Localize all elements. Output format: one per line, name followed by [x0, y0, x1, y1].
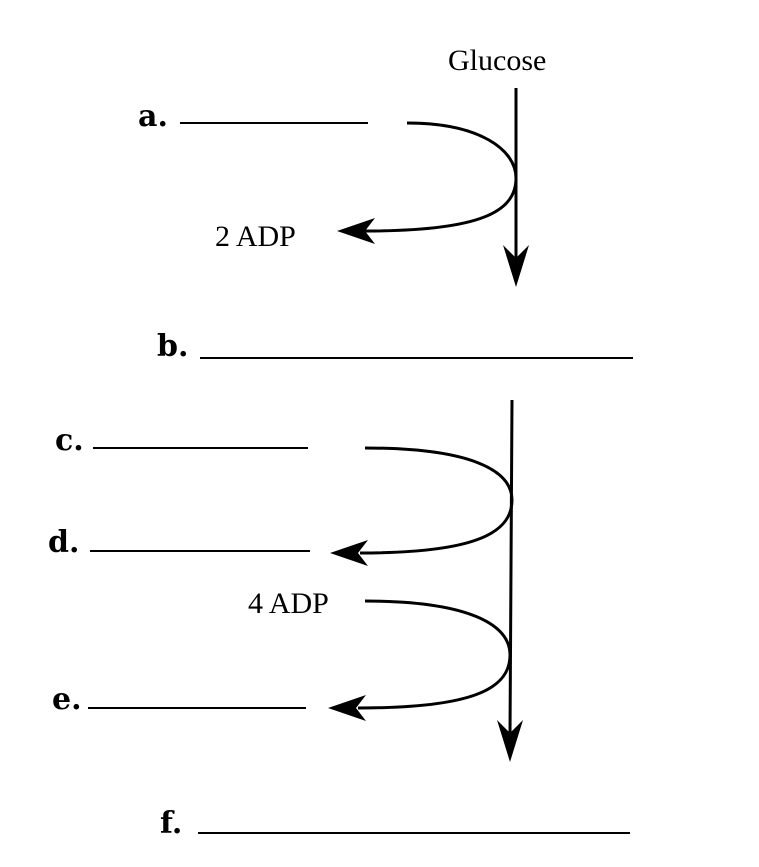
blank-label-a: a.: [138, 99, 168, 134]
arrowhead-down-icon: [497, 720, 523, 762]
blank-label-e: e.: [52, 682, 82, 717]
arrowhead-left-icon: [330, 540, 368, 566]
input-label-2adp: 2 ADP: [215, 220, 296, 253]
arrowhead-down-icon: [503, 245, 529, 287]
blank-label-d: d.: [48, 525, 79, 560]
pathway-arrow-2: [508, 399, 514, 736]
blank-label-f: f.: [160, 806, 182, 841]
blank-label-c: c.: [55, 423, 84, 458]
blank-label-b: b.: [157, 329, 188, 364]
arrowhead-left-icon: [337, 218, 375, 244]
side-arrow-2: [359, 446, 514, 555]
arrowhead-left-icon: [328, 695, 366, 721]
input-label-4adp: 4 ADP: [248, 587, 329, 620]
side-arrow-1: [364, 121, 518, 233]
glucose-label: Glucose: [448, 44, 546, 77]
side-arrow-3: [357, 599, 512, 710]
